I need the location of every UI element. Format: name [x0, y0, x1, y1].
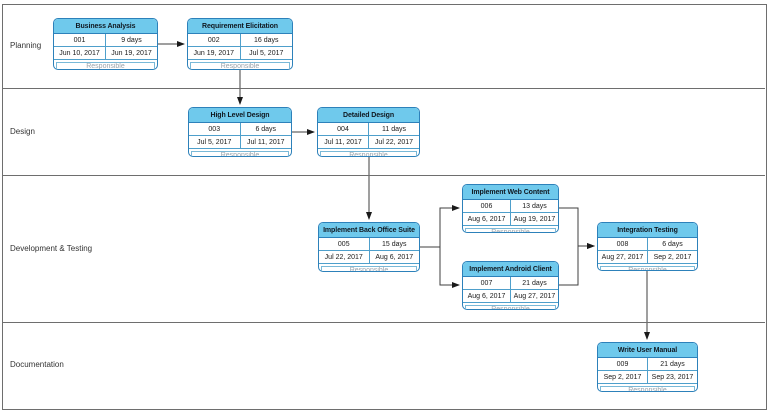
- task-start-date: Jul 5, 2017: [197, 138, 232, 146]
- task-title: High Level Design: [189, 108, 291, 123]
- task-dates-row: Aug 6, 2017 Aug 27, 2017: [463, 290, 558, 303]
- lane-divider: [2, 322, 765, 323]
- task-id: 003: [208, 125, 221, 133]
- task-id: 008: [616, 240, 629, 248]
- task-end-date: Jul 5, 2017: [239, 47, 293, 59]
- task-node-009[interactable]: Write User Manual 009 21 days Sep 2, 201…: [597, 342, 698, 392]
- lane-label-documentation: Documentation: [10, 360, 64, 369]
- task-end-date: Sep 2, 2017: [647, 251, 697, 263]
- task-duration: 9 days: [105, 34, 157, 46]
- task-dates-row: Aug 6, 2017 Aug 19, 2017: [463, 213, 558, 226]
- task-id-duration-row: 008 6 days: [598, 238, 697, 251]
- task-title: Implement Web Content: [463, 185, 558, 200]
- task-end-date: Jul 22, 2017: [368, 136, 419, 148]
- task-end-date: Sep 23, 2017: [647, 371, 697, 383]
- task-duration: 15 days: [368, 238, 420, 250]
- task-responsible-field[interactable]: Responsible: [56, 62, 155, 69]
- task-id: 006: [480, 202, 493, 210]
- task-id-duration-row: 002 16 days: [188, 34, 292, 47]
- task-title: Implement Android Client: [463, 262, 558, 277]
- task-end-date: Jul 11, 2017: [239, 136, 292, 148]
- lane-label-design: Design: [10, 126, 35, 136]
- task-start-date: Aug 27, 2017: [601, 253, 644, 261]
- task-node-004[interactable]: Detailed Design 004 11 days Jul 11, 2017…: [317, 107, 420, 157]
- task-id-duration-row: 001 9 days: [54, 34, 157, 47]
- task-node-008[interactable]: Integration Testing 008 6 days Aug 27, 2…: [597, 222, 698, 271]
- task-id: 002: [207, 36, 220, 44]
- task-title: Detailed Design: [318, 108, 419, 123]
- task-start-date: Sep 2, 2017: [603, 373, 642, 381]
- task-id-duration-row: 009 21 days: [598, 358, 697, 371]
- task-id-duration-row: 007 21 days: [463, 277, 558, 290]
- task-end-date: Aug 6, 2017: [368, 251, 420, 263]
- task-end-date: Jun 19, 2017: [105, 47, 157, 59]
- task-id: 005: [337, 240, 350, 248]
- swimlane-pool: [2, 4, 767, 410]
- task-title: Integration Testing: [598, 223, 697, 238]
- task-dates-row: Jul 5, 2017 Jul 11, 2017: [189, 136, 291, 149]
- task-dates-row: Aug 27, 2017 Sep 2, 2017: [598, 251, 697, 264]
- task-responsible-field[interactable]: Responsible: [600, 266, 695, 270]
- task-node-003[interactable]: High Level Design 003 6 days Jul 5, 2017…: [188, 107, 292, 157]
- task-responsible-field[interactable]: Responsible: [320, 151, 417, 156]
- task-id-duration-row: 004 11 days: [318, 123, 419, 136]
- task-id: 001: [73, 36, 86, 44]
- task-id: 007: [480, 279, 493, 287]
- task-end-date: Aug 27, 2017: [510, 290, 558, 302]
- task-node-006[interactable]: Implement Web Content 006 13 days Aug 6,…: [462, 184, 559, 233]
- task-start-date: Jun 10, 2017: [59, 49, 100, 57]
- task-responsible-field[interactable]: Responsible: [600, 386, 695, 391]
- task-duration: 6 days: [647, 238, 697, 250]
- task-duration: 11 days: [368, 123, 419, 135]
- task-start-date: Jul 11, 2017: [324, 138, 362, 146]
- task-id-duration-row: 005 15 days: [319, 238, 419, 251]
- task-start-date: Jun 19, 2017: [193, 49, 234, 57]
- lane-label-planning: Planning: [10, 41, 42, 50]
- task-title: Write User Manual: [598, 343, 697, 358]
- task-node-001[interactable]: Business Analysis 001 9 days Jun 10, 201…: [53, 18, 158, 70]
- task-id: 004: [337, 125, 349, 133]
- task-title: Business Analysis: [54, 19, 157, 34]
- task-start-date: Aug 6, 2017: [467, 292, 506, 300]
- task-dates-row: Jun 10, 2017 Jun 19, 2017: [54, 47, 157, 60]
- lane-label-development-testing: Development & Testing: [10, 243, 93, 253]
- task-duration: 21 days: [510, 277, 558, 289]
- task-dates-row: Sep 2, 2017 Sep 23, 2017: [598, 371, 697, 384]
- task-id-duration-row: 003 6 days: [189, 123, 291, 136]
- task-dates-row: Jul 22, 2017 Aug 6, 2017: [319, 251, 419, 264]
- task-node-002[interactable]: Requirement Elicitation 002 16 days Jun …: [187, 18, 293, 70]
- task-duration: 21 days: [647, 358, 697, 370]
- task-start-date: Jul 22, 2017: [324, 253, 363, 261]
- task-responsible-field[interactable]: Responsible: [321, 266, 417, 271]
- task-title: Requirement Elicitation: [188, 19, 292, 34]
- task-duration: 16 days: [239, 34, 293, 46]
- task-responsible-field[interactable]: Responsible: [190, 62, 290, 69]
- task-responsible-field[interactable]: Responsible: [465, 228, 556, 232]
- task-end-date: Aug 19, 2017: [510, 213, 558, 225]
- task-responsible-field[interactable]: Responsible: [465, 305, 556, 309]
- task-title: Implement Back Office Suite: [319, 223, 419, 238]
- task-dates-row: Jun 19, 2017 Jul 5, 2017: [188, 47, 292, 60]
- task-duration: 13 days: [510, 200, 558, 212]
- lane-divider: [2, 175, 765, 176]
- task-node-007[interactable]: Implement Android Client 007 21 days Aug…: [462, 261, 559, 310]
- task-dates-row: Jul 11, 2017 Jul 22, 2017: [318, 136, 419, 149]
- lane-divider: [2, 88, 765, 89]
- task-id: 009: [616, 360, 629, 368]
- task-id-duration-row: 006 13 days: [463, 200, 558, 213]
- task-node-005[interactable]: Implement Back Office Suite 005 15 days …: [318, 222, 420, 272]
- task-responsible-field[interactable]: Responsible: [191, 151, 289, 156]
- task-start-date: Aug 6, 2017: [467, 215, 506, 223]
- task-duration: 6 days: [239, 123, 292, 135]
